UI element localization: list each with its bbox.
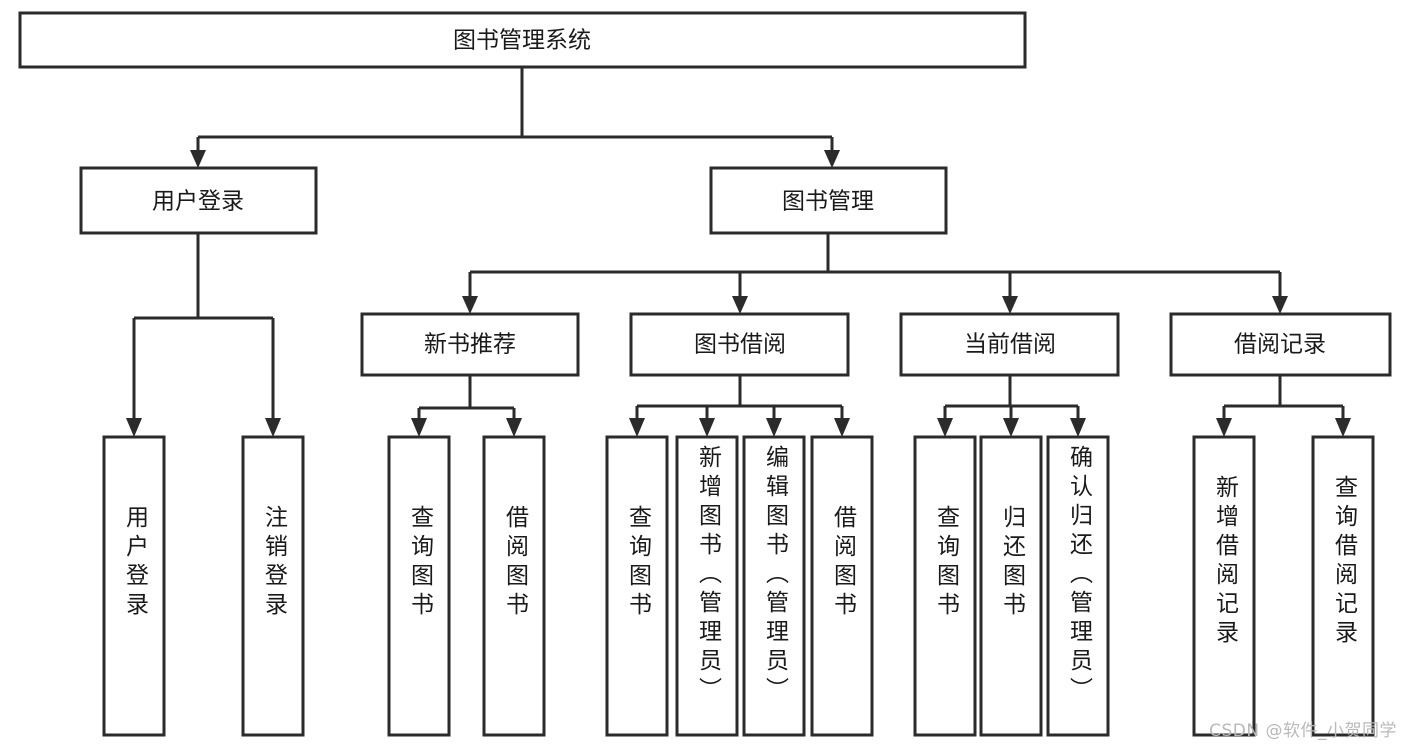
arrowhead-leaf-bookborrow-2 [699, 418, 715, 437]
leaf-box-record-query[interactable] [1311, 435, 1375, 737]
arrowhead-leaf-logout [265, 418, 281, 437]
node-new-book-recommend-label: 新书推荐 [424, 332, 516, 358]
leaf-box-current-query[interactable] [913, 435, 977, 737]
node-new-book-recommend-box[interactable] [360, 312, 580, 377]
arrowhead-to-user-login [190, 150, 206, 168]
arrowhead-leaf-newbook-1 [411, 418, 427, 437]
arrowhead-leaf-currentborrow-2 [1003, 418, 1019, 437]
leaf-box-newbook-query[interactable] [387, 435, 451, 737]
arrowhead-leaf-bookborrow-1 [629, 418, 645, 437]
arrowhead-leaf-newbook-2 [506, 418, 522, 437]
leaf-box-borrow-lend[interactable] [810, 435, 874, 737]
arrowhead-to-book-management [824, 150, 840, 168]
arrowhead-leaf-borrowrecord-2 [1335, 418, 1351, 437]
node-root-label: 图书管理系统 [453, 28, 591, 54]
leaf-box-newbook-borrow[interactable] [482, 435, 546, 737]
node-root-box[interactable] [18, 11, 1027, 69]
arrowhead-leaf-user-login [126, 418, 142, 437]
node-book-borrow-label: 图书借阅 [694, 332, 786, 358]
leaf-box-current-return[interactable] [979, 435, 1043, 737]
leaf-box-logout[interactable] [241, 435, 305, 737]
arrowhead-to-new-book [462, 296, 478, 314]
arrowhead-to-borrow-record [1272, 296, 1288, 314]
node-borrow-record-label: 借阅记录 [1234, 332, 1326, 358]
leaf-box-user-login[interactable] [102, 435, 166, 737]
node-borrow-record-box[interactable] [1169, 312, 1392, 377]
arrowhead-to-current-borrow [1002, 296, 1018, 314]
leaf-box-borrow-query[interactable] [605, 435, 669, 737]
arrowhead-leaf-currentborrow-1 [937, 418, 953, 437]
leaf-box-record-add[interactable] [1192, 435, 1256, 737]
node-book-management-label: 图书管理 [782, 189, 874, 215]
leaf-box-borrow-edit[interactable] [742, 435, 806, 737]
node-current-borrow-label: 当前借阅 [964, 332, 1056, 358]
arrowhead-to-book-borrow [732, 296, 748, 314]
node-book-management-box[interactable] [709, 166, 948, 235]
node-current-borrow-box[interactable] [899, 312, 1120, 377]
arrowhead-leaf-currentborrow-3 [1070, 418, 1086, 437]
arrowhead-leaf-bookborrow-3 [766, 418, 782, 437]
node-user-login-label: 用户登录 [152, 189, 244, 215]
node-book-borrow-box[interactable] [629, 312, 850, 377]
csdn-watermark: CSDN @软件_小贺同学 [1209, 721, 1397, 741]
arrowhead-leaf-bookborrow-4 [834, 418, 850, 437]
leaf-box-borrow-add[interactable] [675, 435, 739, 737]
arrowhead-leaf-borrowrecord-1 [1216, 418, 1232, 437]
leaf-box-current-confirm[interactable] [1046, 435, 1110, 737]
